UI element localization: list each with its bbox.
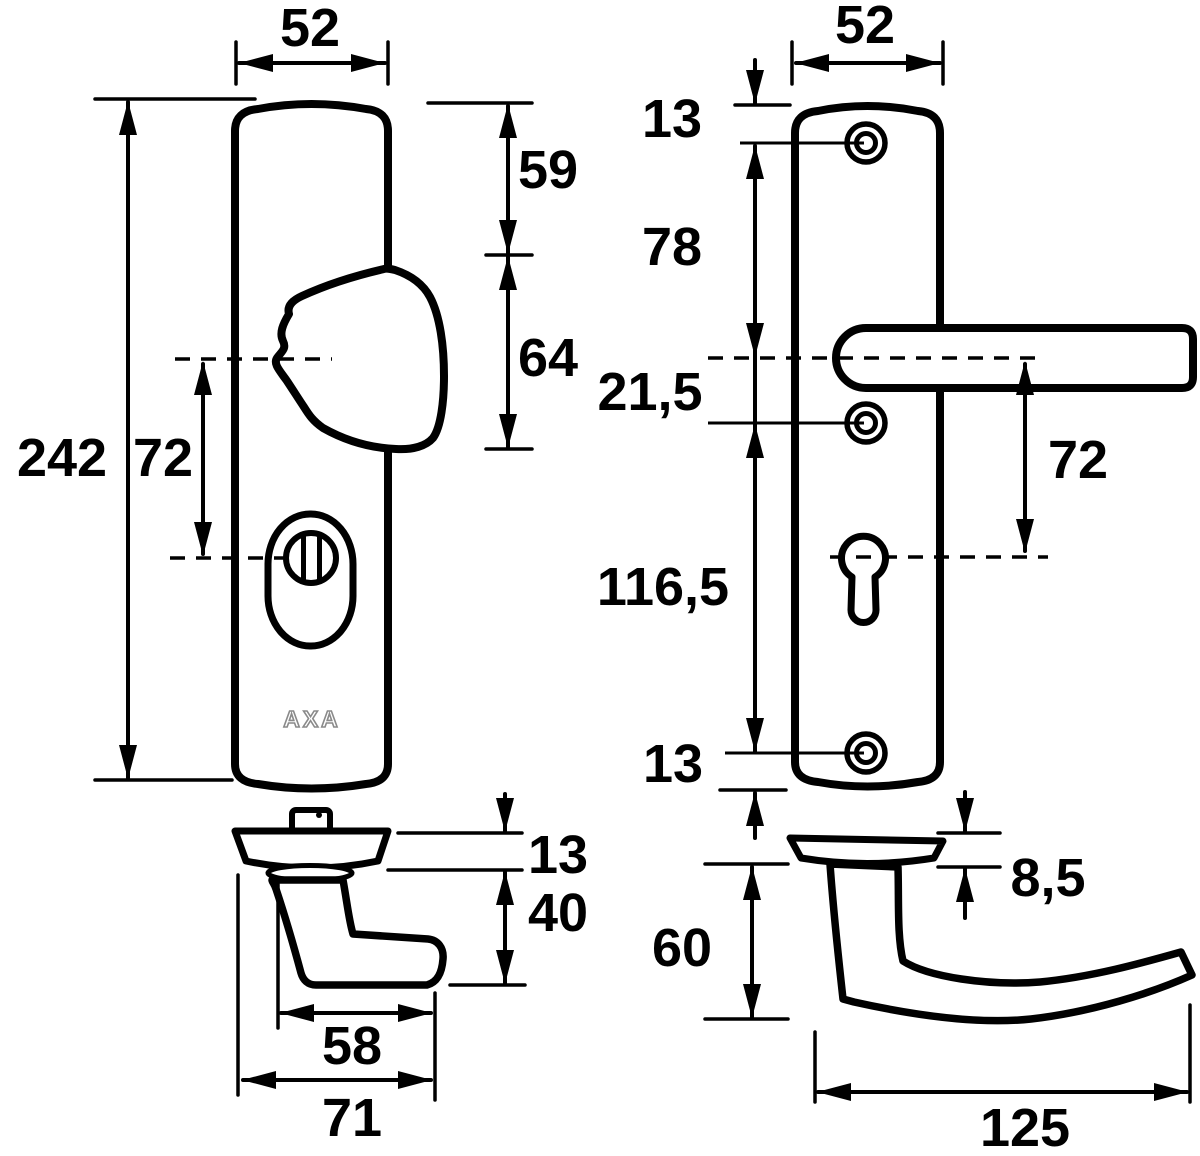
dim-label: 64 <box>518 328 578 388</box>
arrow-up <box>499 104 517 138</box>
arrow-left <box>242 1071 276 1089</box>
knob-front-outline <box>271 264 448 454</box>
dim-label: 13 <box>528 825 588 885</box>
brand-logo: AXA <box>283 706 341 732</box>
dim-label: 242 <box>17 428 107 488</box>
lever-handle-front <box>832 324 1197 392</box>
arrow-down <box>499 414 517 448</box>
arrow-down <box>1016 519 1034 553</box>
dim-label: 125 <box>980 1098 1070 1156</box>
spindle-pin-dot <box>316 812 322 818</box>
lever-side-outline <box>826 860 1196 1025</box>
lever-backplate-outline <box>791 102 944 791</box>
arrow-right <box>906 54 940 72</box>
dim-lever-bottom-screw-gap: 13 <box>643 734 788 840</box>
dim-knob-top-gap: 59 <box>426 101 578 257</box>
arrow-up <box>743 866 761 900</box>
front-view-knob-plate: AXA <box>170 100 448 793</box>
side-view-lever <box>786 834 1196 1025</box>
dim-label: 13 <box>643 734 703 794</box>
dim-label: 52 <box>835 0 895 55</box>
dim-knob-side-plate-thickness: 13 <box>386 792 588 885</box>
anti-drill-rosette <box>283 530 339 586</box>
arrow-left <box>280 1004 314 1022</box>
arrow-up <box>499 256 517 290</box>
dim-knob-plate-height: 242 <box>17 97 257 782</box>
dim-lever-screw-spacing: 116,5 <box>597 557 764 752</box>
arrow-down <box>743 984 761 1018</box>
dim-lever-plate-width: 52 <box>790 0 945 86</box>
knob-side-outline <box>268 876 447 989</box>
arrow-down <box>119 745 137 779</box>
arrow-down <box>956 798 974 832</box>
dim-knob-side-depth: 40 <box>448 870 588 987</box>
dim-label: 40 <box>528 883 588 943</box>
lever-side-backplate <box>786 834 947 867</box>
arrow-up <box>956 868 974 902</box>
dim-knob-plate-width: 52 <box>234 0 390 86</box>
arrow-down <box>496 798 514 832</box>
front-view-lever-plate <box>708 102 1197 791</box>
dim-label: 72 <box>133 428 193 488</box>
dim-lever-side-plate-thickness: 8,5 <box>936 790 1086 920</box>
dim-label: 52 <box>280 0 340 58</box>
dim-lever-side-depth: 60 <box>652 862 790 1021</box>
arrow-up <box>194 361 212 395</box>
arrow-up <box>746 424 764 458</box>
arrow-right <box>351 54 385 72</box>
dim-lever-handle-to-screw: 21,5 <box>597 362 764 458</box>
dim-label: 58 <box>322 1016 382 1076</box>
arrow-down <box>194 522 212 556</box>
arrow-down <box>496 950 514 984</box>
knob-side-backplate <box>231 827 392 872</box>
dim-label: 21,5 <box>597 362 702 422</box>
arrow-up <box>119 101 137 135</box>
arrow-up <box>746 792 764 826</box>
dim-label: 59 <box>518 140 578 200</box>
arrow-left <box>239 54 273 72</box>
dim-lever-top-screw-gap: 13 <box>642 58 792 149</box>
dim-knob-height: 64 <box>484 255 578 451</box>
dim-label: 78 <box>642 217 702 277</box>
dim-label: 8,5 <box>1010 848 1085 908</box>
dim-knob-side-total-length: 71 <box>236 873 433 1148</box>
dim-lever-side-length: 125 <box>813 1003 1192 1156</box>
dim-lever-handle-to-cylinder: 72 <box>1016 361 1108 553</box>
arrow-right <box>398 1004 432 1022</box>
arrow-up <box>746 145 764 179</box>
dim-knob-side-length: 58 <box>276 882 437 1102</box>
dim-label: 13 <box>642 89 702 149</box>
dim-label: 116,5 <box>597 557 729 617</box>
arrow-down <box>499 220 517 254</box>
dim-label: 60 <box>652 918 712 978</box>
dim-label: 72 <box>1048 430 1108 490</box>
dim-label: 71 <box>322 1088 382 1148</box>
arrow-left <box>795 54 829 72</box>
arrow-down <box>746 70 764 104</box>
arrow-right <box>1154 1083 1188 1101</box>
arrow-down <box>746 323 764 357</box>
dim-knob-to-cylinder: 72 <box>133 361 212 556</box>
arrow-up <box>1016 361 1034 395</box>
arrow-up <box>496 871 514 905</box>
arrow-down <box>746 718 764 752</box>
arrow-right <box>398 1071 432 1089</box>
arrow-left <box>817 1083 851 1101</box>
dim-lever-screw-to-handle: 78 <box>642 144 764 754</box>
side-view-knob <box>231 807 447 989</box>
